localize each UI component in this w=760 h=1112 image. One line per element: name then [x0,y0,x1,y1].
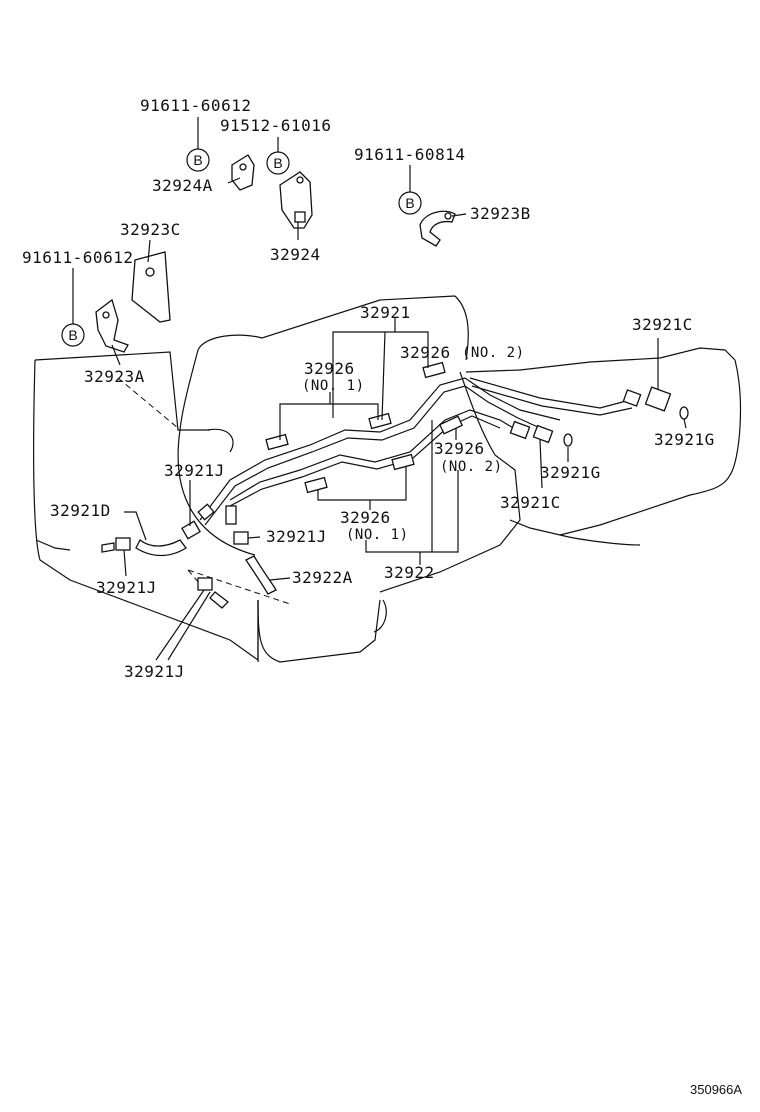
clamp-32923A [95,298,129,353]
clamp-32923B [419,210,456,247]
svg-text:B: B [193,152,202,168]
figure-id: 350966A [690,1082,742,1097]
transmission-outline [33,295,742,663]
label-bolt-91512-61016: 91512-61016 [220,116,331,135]
cushion-32926 [391,453,415,471]
label-32923C: 32923C [120,220,181,239]
label-bolt-91611-60814: 91611-60814 [354,145,465,164]
clip-32921J [233,531,249,545]
label-32926-no2-top: 32926 [400,343,451,362]
label-32922: 32922 [384,563,435,582]
cushion-32926 [422,361,446,379]
connector-32921C [644,386,672,412]
label-32926-no2-mid: 32926 [434,439,485,458]
cushion-32926 [265,433,289,451]
label-32923A: 32923A [84,367,145,386]
label-32921G-mid: 32921G [540,463,601,482]
pipe-stub [209,591,229,609]
hose-32921D [135,538,187,557]
svg-text:B: B [68,327,77,343]
label-32921G-right: 32921G [654,430,715,449]
pipe-end [225,505,237,525]
pipe-stub [101,542,115,553]
label-32921J-b: 32921J [266,527,327,546]
fuel-tube-32921 [199,377,633,526]
label-32926-no1-top: 32926 [304,359,355,378]
svg-text:B: B [405,195,414,211]
cushion-32926 [368,412,392,430]
label-32921: 32921 [360,303,411,322]
clamp-32924A [231,154,255,191]
part-labels: 91611-60612 91512-61016 91611-60814 3292… [22,96,742,1097]
label-bolt-91611-60612-left: 91611-60612 [22,248,133,267]
leader-lines [72,117,687,661]
clip-32921J [197,503,215,521]
label-32923B: 32923B [470,204,531,223]
label-32921C-mid: 32921C [500,493,561,512]
hoses-and-clips [101,503,277,609]
connector-32921C [622,389,642,407]
clamp-32924 [279,171,313,229]
label-no2-mid: (NO. 2) [440,459,503,475]
cushion-32926 [304,476,328,494]
bolt-marker-icon: B [61,323,85,347]
label-32922A: 32922A [292,568,353,587]
gasket-32921G [563,433,573,447]
tube-connectors [509,386,689,447]
indicator-dashes [117,377,291,605]
label-bolt-91611-60612-top: 91611-60612 [140,96,251,115]
label-32921J-d: 32921J [124,662,185,681]
svg-text:B: B [273,155,282,171]
label-32921C-right: 32921C [632,315,693,334]
clip-32921J [197,577,213,591]
label-no1-top: (NO. 1) [302,378,365,394]
label-no1-bottom: (NO. 1) [346,527,409,543]
gasket-32921G [679,406,689,420]
bolt-marker-icon: B [186,148,210,172]
clamp-32923C [131,251,171,323]
label-32921J-c: 32921J [96,578,157,597]
cushion-32926 [438,415,464,435]
bolt-marker-icon: B [398,191,422,215]
clip-32921J [181,520,201,540]
label-32926-no1-bottom: 32926 [340,508,391,527]
bolt-marker-icon: B [266,151,290,175]
label-32924A: 32924A [152,176,213,195]
clip-32921J [115,537,131,551]
label-no2-top: (NO. 2) [462,345,525,361]
connector-32921C [532,424,554,444]
hose-32922A [245,555,277,595]
label-32924: 32924 [270,245,321,264]
cushions-32926 [265,361,464,494]
label-32921J-a: 32921J [164,461,225,480]
connector-32921C [509,420,531,440]
label-32921D: 32921D [50,501,111,520]
